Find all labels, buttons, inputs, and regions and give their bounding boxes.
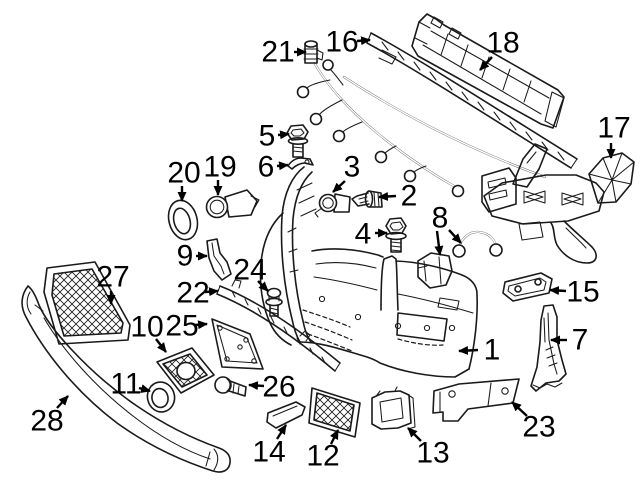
part-21-clip-drawing <box>303 40 324 64</box>
callout-arrow-5 <box>277 130 290 140</box>
callout-arrow-8 <box>448 229 462 244</box>
callout-label-12: 12 <box>306 440 339 473</box>
callout-label-16: 16 <box>325 26 358 59</box>
part-4-bolt-drawing <box>385 217 407 253</box>
callout-label-18: 18 <box>486 27 519 60</box>
callout-arrow-2 <box>378 191 397 201</box>
callout-arrow-23 <box>511 401 528 417</box>
callout-arrow-13 <box>407 427 422 442</box>
callout-label-25: 25 <box>165 310 198 343</box>
callout-label-21: 21 <box>261 36 294 69</box>
callout-label-27: 27 <box>96 261 129 294</box>
callout-label-19: 19 <box>203 151 236 184</box>
part-10-fog-bezel-drawing <box>156 347 215 394</box>
callout-label-13: 13 <box>416 437 449 470</box>
callout-arrow-15 <box>549 286 567 296</box>
part-23-bracket-drawing <box>432 378 520 422</box>
callout-label-4: 4 <box>355 218 372 251</box>
callout-arrow-28 <box>56 395 69 409</box>
callout-label-14: 14 <box>252 436 285 469</box>
callout-label-7: 7 <box>572 324 589 357</box>
trim-strip-drawing <box>342 75 547 179</box>
part-15-plate-drawing <box>502 272 553 302</box>
part-14-molding-drawing <box>266 401 306 429</box>
callout-label-24: 24 <box>233 254 266 287</box>
callout-arrow-16 <box>356 36 371 46</box>
callout-arrow-3 <box>332 180 346 193</box>
part-8-cover-drawing <box>417 252 453 289</box>
callout-arrow-10 <box>155 338 167 353</box>
callout-label-23: 23 <box>522 411 555 444</box>
callout-label-1: 1 <box>484 334 501 367</box>
callout-arrow-1 <box>458 346 479 356</box>
part-11-ring-drawing <box>146 381 176 413</box>
part-12-grille-drawing <box>308 387 361 438</box>
part-1-bumper-cover-drawing <box>259 166 478 378</box>
part-24-screw-drawing <box>265 287 283 317</box>
callout-arrow-18 <box>479 56 493 71</box>
callout-arrow-12 <box>329 429 340 445</box>
part-2-screw-drawing <box>351 190 383 208</box>
part-8-wire-bracket-drawing <box>452 230 503 258</box>
callout-label-5: 5 <box>259 120 276 153</box>
wiring-harness-drawing <box>296 59 465 198</box>
part-25-license-bracket-drawing <box>211 318 264 370</box>
part-28-spoiler-drawing <box>21 285 231 473</box>
callout-arrow-14 <box>275 424 288 440</box>
part-27-grille-drawing <box>43 261 131 345</box>
callout-arrow-8 <box>434 230 444 256</box>
part-9-bracket-drawing <box>206 238 232 281</box>
part-20-seal-ring-drawing <box>167 199 199 241</box>
part-7-bracket-drawing <box>530 304 567 392</box>
callout-label-28: 28 <box>30 405 63 438</box>
callout-label-3: 3 <box>344 151 361 184</box>
part-6-clip-drawing <box>287 157 314 170</box>
part-5-bolt-drawing <box>286 124 309 158</box>
callout-label-6: 6 <box>258 151 275 184</box>
part-22-strip-drawing <box>216 279 341 372</box>
callout-label-20: 20 <box>167 157 200 190</box>
callout-label-17: 17 <box>597 112 630 145</box>
callout-label-15: 15 <box>566 276 599 309</box>
callout-label-8: 8 <box>432 202 449 235</box>
callout-arrow-22 <box>204 287 219 297</box>
part-13-bracket-drawing <box>371 386 416 430</box>
callout-label-9: 9 <box>177 240 194 273</box>
callout-arrow-25 <box>194 320 208 330</box>
callout-label-22: 22 <box>176 277 209 310</box>
part-19-sensor-drawing <box>205 189 260 219</box>
line-art <box>21 13 635 473</box>
part-3-sensor-drawing <box>314 193 351 218</box>
callout-arrow-11 <box>138 384 151 393</box>
callout-arrow-24 <box>257 280 269 292</box>
callout-label-10: 10 <box>130 311 163 344</box>
callout-arrow-6 <box>276 161 289 171</box>
callout-arrow-26 <box>248 381 265 391</box>
part-17-bracket-assembly-drawing <box>481 143 635 264</box>
callout-label-2: 2 <box>401 180 418 213</box>
callout-label-11: 11 <box>110 368 141 401</box>
part-26-bolt-drawing <box>214 376 247 397</box>
callout-label-26: 26 <box>262 371 295 404</box>
